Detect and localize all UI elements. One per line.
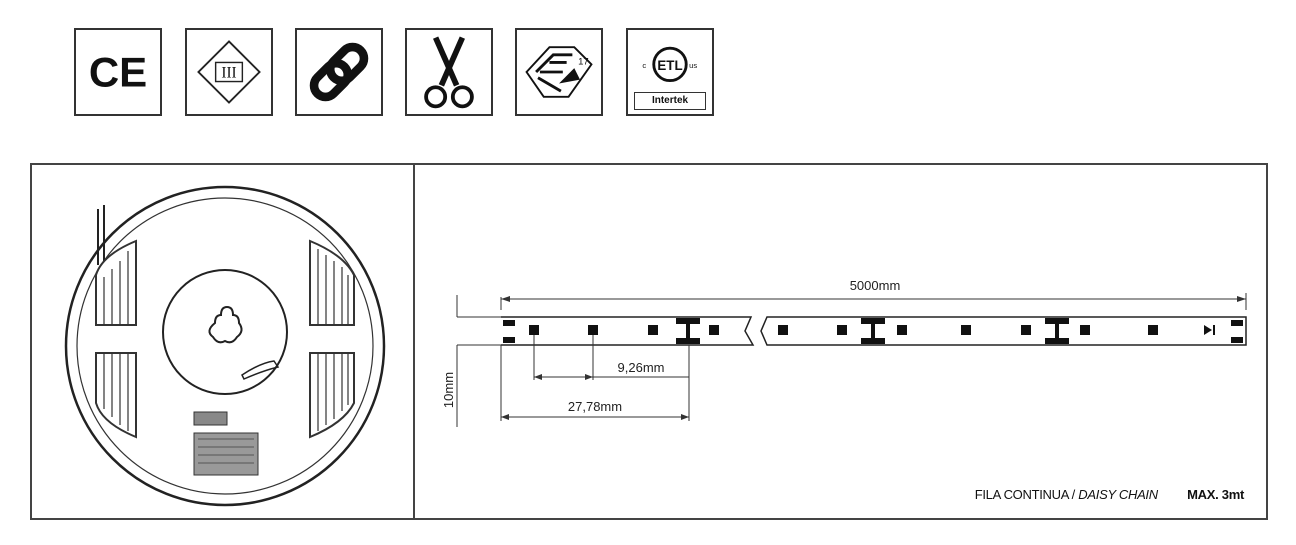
- certification-icons: CE III 17: [74, 28, 724, 120]
- pitch-label: 9,26mm: [618, 360, 665, 375]
- class-iii-icon: III: [185, 28, 273, 116]
- chain-link-icon: [295, 28, 383, 116]
- led-reel-illustration: [64, 185, 386, 507]
- strip-panel: 5000mm 10mm: [415, 165, 1266, 518]
- daisy-chain-caption: FILA CONTINUA / DAISY CHAIN MAX. 3mt: [974, 487, 1245, 502]
- intertek-label: Intertek: [634, 92, 706, 110]
- cut-length-label: 27,78mm: [568, 399, 622, 414]
- product-diagram: 5000mm 10mm: [30, 163, 1268, 520]
- svg-text:ETL: ETL: [657, 58, 682, 73]
- scissors-icon: [405, 28, 493, 116]
- enec-mark-icon: 17: [515, 28, 603, 116]
- svg-text:CE: CE: [89, 48, 147, 95]
- etl-intertek-icon: ETL c us Intertek: [626, 28, 714, 116]
- svg-text:us: us: [689, 61, 697, 70]
- svg-text:c: c: [642, 61, 646, 70]
- daisy-chain-text: DAISY CHAIN: [1078, 487, 1158, 502]
- led-strip-dimension-drawing: 5000mm 10mm: [441, 278, 1247, 427]
- reel-panel: [32, 165, 415, 518]
- max-length-text: MAX. 3mt: [1187, 487, 1244, 502]
- fila-continua-text: FILA CONTINUA /: [974, 487, 1076, 502]
- ce-mark-icon: CE: [74, 28, 162, 116]
- length-label: 5000mm: [850, 278, 901, 293]
- width-label: 10mm: [441, 372, 456, 408]
- svg-text:17: 17: [578, 56, 589, 67]
- svg-text:III: III: [221, 65, 236, 82]
